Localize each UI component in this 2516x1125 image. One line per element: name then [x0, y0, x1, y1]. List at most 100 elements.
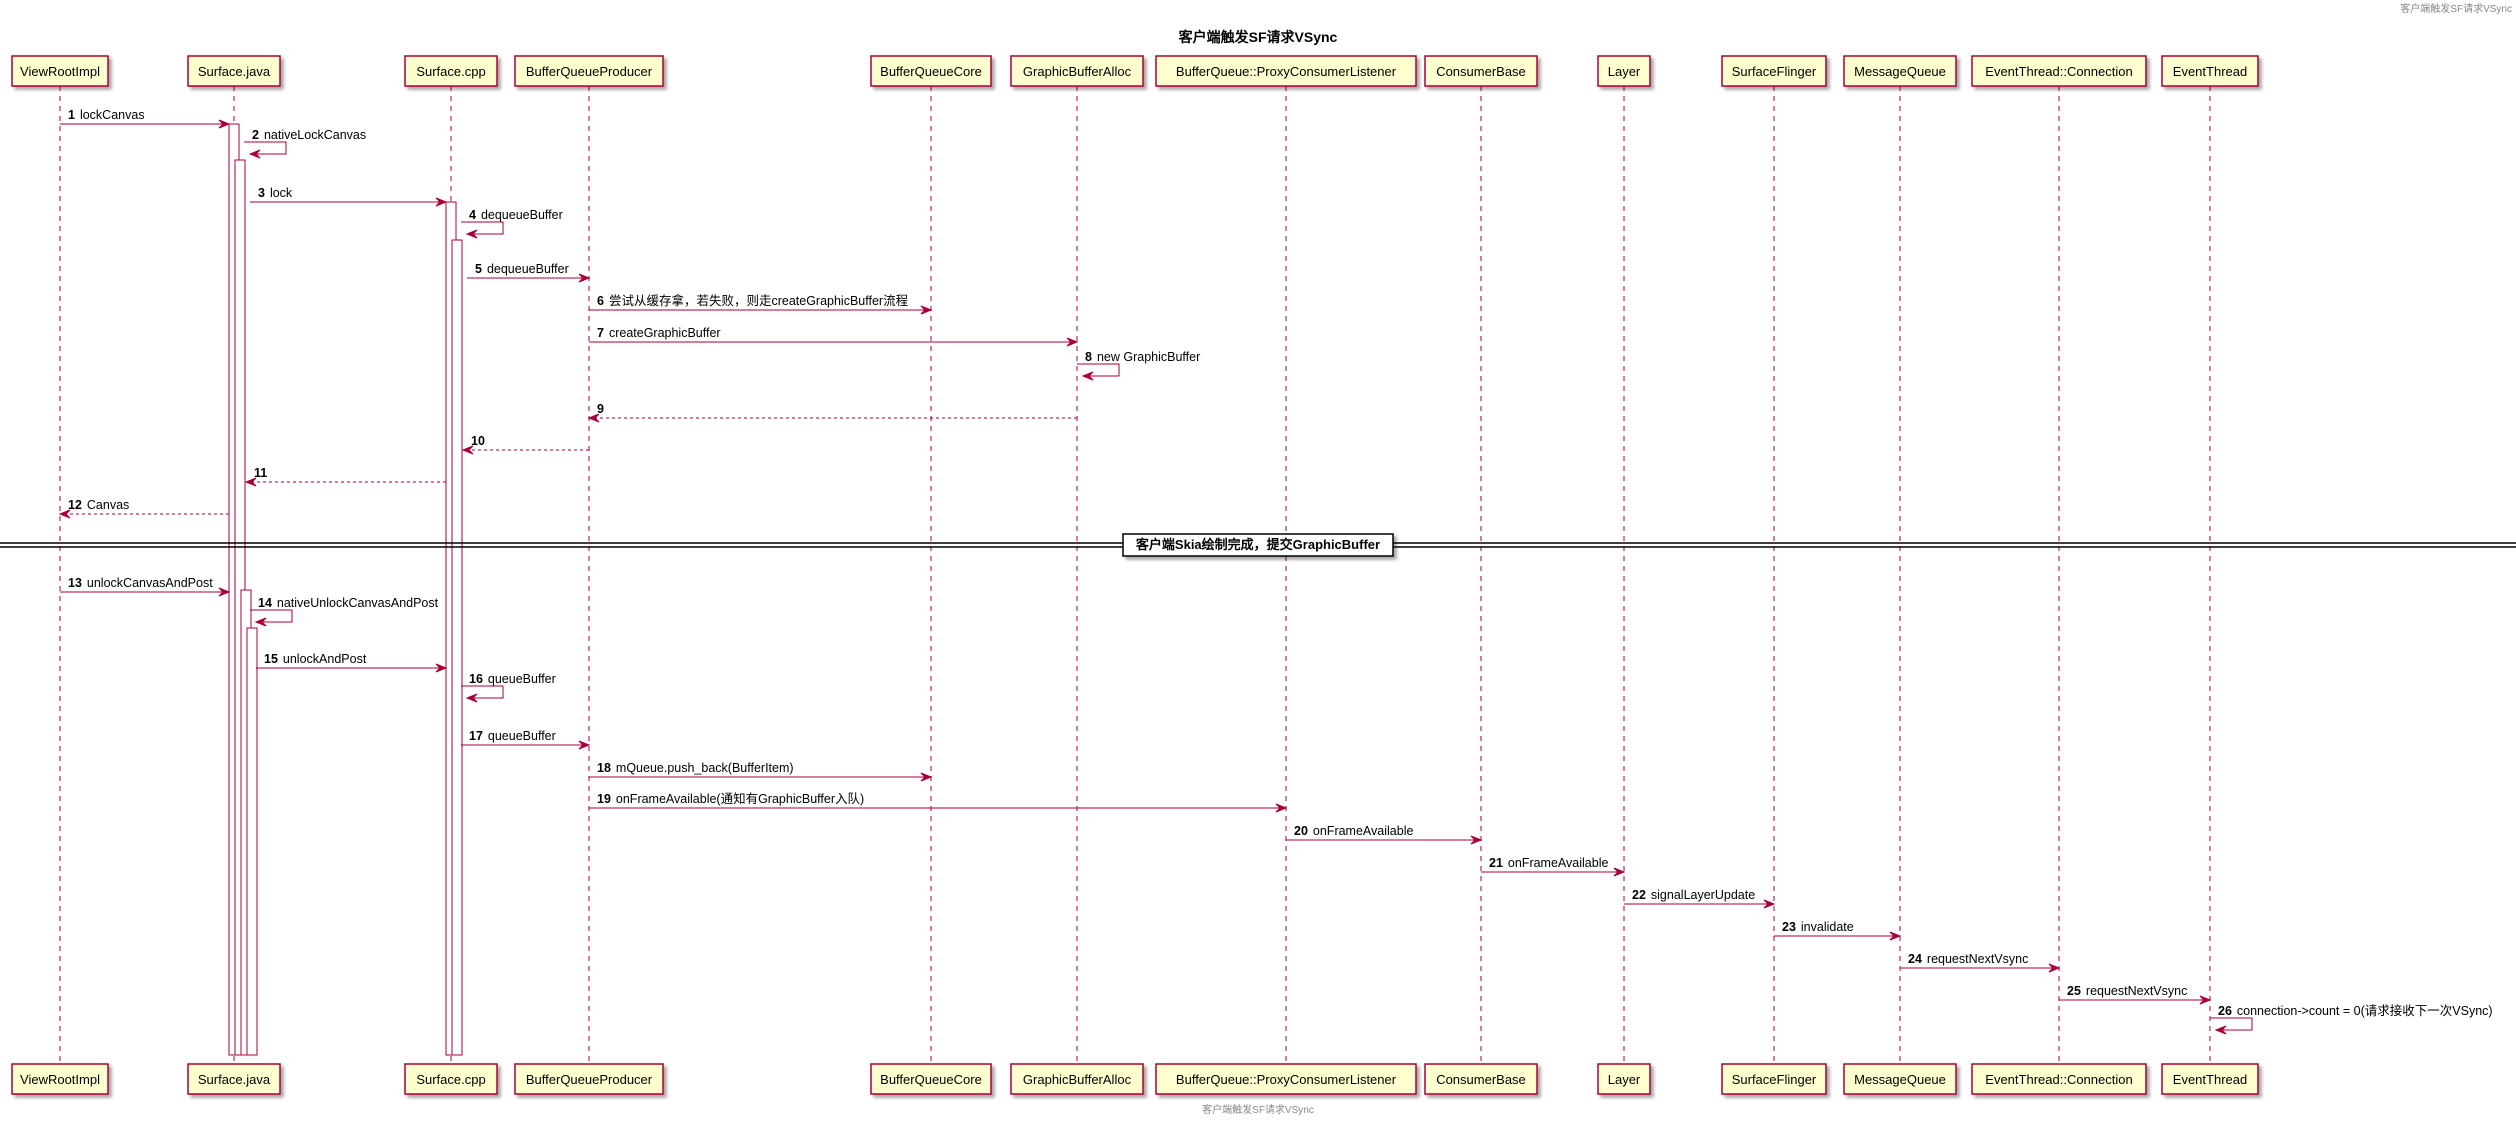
section-divider: 客户端Skia绘制完成，提交GraphicBuffer	[0, 533, 2516, 557]
participant-top-12: EventThread	[2161, 55, 2259, 87]
participant-label: BufferQueueProducer	[526, 1072, 653, 1087]
arrow-head	[435, 663, 448, 673]
arrow-head	[1275, 803, 1288, 813]
participant-box	[1155, 1063, 1417, 1095]
arrow-head	[1081, 371, 1094, 381]
participant-box	[1597, 55, 1651, 87]
message-text: signalLayerUpdate	[1651, 888, 1755, 902]
message-text: lock	[270, 186, 293, 200]
arrow-head	[254, 617, 267, 627]
participant-label: MessageQueue	[1854, 1072, 1946, 1087]
participant-box	[1971, 1063, 2147, 1095]
participant-label: BufferQueueCore	[880, 1072, 982, 1087]
activation-bar	[451, 239, 463, 1056]
participant-label: SurfaceFlinger	[1732, 1072, 1817, 1087]
message-text: onFrameAvailable	[1508, 856, 1609, 870]
message-number: 9	[597, 402, 604, 416]
arrow-head	[1066, 337, 1079, 347]
participant-box	[2161, 1063, 2259, 1095]
participant-top-11: EventThread::Connection	[1971, 55, 2147, 87]
participant-box	[870, 55, 992, 87]
participant-label: MessageQueue	[1854, 64, 1946, 79]
arrow-head	[920, 772, 933, 782]
message-11: 11	[244, 466, 446, 487]
message-label: 11	[254, 466, 267, 480]
participant-label: GraphicBufferAlloc	[1023, 1072, 1132, 1087]
arrow-head	[248, 149, 261, 159]
participant-box	[514, 1063, 664, 1095]
participant-box	[1424, 1063, 1538, 1095]
participant-top-8: Layer	[1597, 55, 1651, 87]
arrow-head	[1470, 835, 1483, 845]
arrow-head	[1613, 867, 1626, 877]
participant-label: Surface.cpp	[416, 1072, 485, 1087]
message-number: 15	[264, 652, 278, 666]
participant-label: EventThread::Connection	[1985, 1072, 2132, 1087]
participant-bottom-10: MessageQueue	[1843, 1063, 1957, 1095]
participant-bottom-1: Surface.java	[187, 1063, 281, 1095]
arrow-head	[58, 509, 71, 519]
participant-label: SurfaceFlinger	[1732, 64, 1817, 79]
message-label: 22 signalLayerUpdate	[1632, 888, 1755, 902]
message-text: unlockAndPost	[283, 652, 367, 666]
arrow-head	[2048, 963, 2061, 973]
message-number: 7	[597, 326, 604, 340]
message-label: 9	[597, 402, 604, 416]
message-number: 25	[2067, 984, 2081, 998]
participant-label: EventThread	[2173, 1072, 2247, 1087]
message-text: queueBuffer	[488, 729, 556, 743]
participant-top-10: MessageQueue	[1843, 55, 1957, 87]
arrow-head	[244, 477, 257, 487]
message-9: 9	[587, 402, 1077, 423]
message-number: 2	[252, 128, 259, 142]
participant-box	[870, 1063, 992, 1095]
message-10: 10	[461, 434, 589, 455]
participant-label: BufferQueue::ProxyConsumerListener	[1176, 1072, 1397, 1087]
self-arrow-line	[2210, 1017, 2253, 1031]
participant-box	[404, 55, 498, 87]
participant-label: Layer	[1608, 64, 1641, 79]
message-number: 22	[1632, 888, 1646, 902]
message-number: 14	[258, 596, 272, 610]
participant-top-1: Surface.java	[187, 55, 281, 87]
participant-top-7: ConsumerBase	[1424, 55, 1538, 87]
message-label: 10	[471, 434, 485, 448]
participant-box	[1597, 1063, 1651, 1095]
arrow-head	[920, 305, 933, 315]
participant-label: ViewRootImpl	[20, 1072, 100, 1087]
message-number: 1	[68, 108, 75, 122]
participant-bottom-6: BufferQueue::ProxyConsumerListener	[1155, 1063, 1417, 1095]
participant-label: Surface.java	[198, 1072, 271, 1087]
message-label: 15 unlockAndPost	[264, 652, 367, 666]
participant-label: GraphicBufferAlloc	[1023, 64, 1132, 79]
message-number: 4	[469, 208, 476, 222]
message-text: connection->count = 0(请求接收下一次VSync)	[2237, 1003, 2493, 1018]
message-number: 13	[68, 576, 82, 590]
message-number: 12	[68, 498, 82, 512]
participant-bottom-11: EventThread::Connection	[1971, 1063, 2147, 1095]
participant-box	[187, 55, 281, 87]
message-text: onFrameAvailable	[1313, 824, 1414, 838]
participant-label: BufferQueue::ProxyConsumerListener	[1176, 64, 1397, 79]
divider-label: 客户端Skia绘制完成，提交GraphicBuffer	[1136, 537, 1380, 552]
